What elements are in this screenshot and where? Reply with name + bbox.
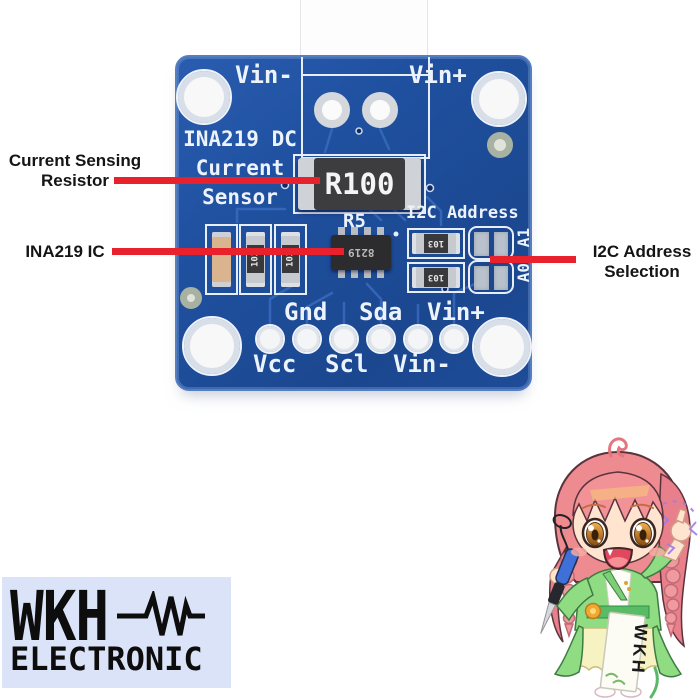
mascot-ribbon [649,666,659,699]
i2c-resistor-outline: 103 [407,262,465,293]
smd-resistor: 103 [412,233,460,254]
r5-label: R5 [343,210,366,232]
jumper-pad [493,232,508,256]
pin-hole [292,324,322,354]
mounting-hole [472,317,532,377]
board-title-line3: Sensor [202,185,278,209]
pcb-module: Vin- Vin+ INA219 DC Current Sensor R100 … [175,55,533,391]
mounting-hole [182,316,242,376]
mascot-jacket-flap-left [553,624,584,677]
board-label-vin-plus: Vin+ [409,61,467,89]
smd-capacitor-outline [205,224,238,295]
shunt-resistor: R100 [298,158,421,210]
shunt-silkscreen-outline [293,154,426,214]
pin-label-vcc: Vcc [253,350,297,378]
shunt-marking: R100 [324,166,395,201]
annotation-i2c-address-selection: I2C Address Selection [584,242,700,282]
ic-marking: 8219 [347,246,375,259]
smd-resistor-marking: 103 [424,268,448,287]
board-label-vin-minus: Vin- [235,61,293,89]
board-title: INA219 DC Current Sensor [179,125,301,212]
annotation-line: INA219 IC [25,242,105,261]
smd-resistor-outline: 103 [239,224,272,295]
pin-label-sda: Sda [359,298,403,326]
pin-hole [439,324,469,354]
pin-label-gnd: Gnd [284,298,328,326]
annotation-line: Resistor [40,171,110,190]
jumper-pad [474,266,489,290]
pin-label-vinm: Vin- [393,350,451,378]
mascot-banner-text: WKH [628,623,652,676]
i2c-address-silkscreen: I2C Address [406,203,519,223]
terminal-pad [362,92,398,128]
fiducial-via [487,132,513,158]
smd-resistor: 103 [246,232,265,287]
mounting-hole [471,71,527,127]
callout-line-ic [112,248,344,255]
mascot-eyes [581,517,657,549]
annotation-current-sensing-resistor: Current Sensing Resistor [4,151,146,191]
callout-line-i2c [490,256,576,263]
board-title-line1: INA219 DC [183,127,297,151]
board-title-line2: Current [195,156,285,180]
address-jumper-a1 [468,226,514,260]
mascot-girl: WKH [540,437,698,699]
pin-label-scl: Scl [325,350,369,378]
smd-resistor: 103 [281,232,300,287]
smd-resistor-marking: 103 [424,234,448,253]
terminal-silkscreen-divider [301,74,430,76]
mascot-sleeve-left [556,576,594,622]
annotation-line: Current Sensing [8,151,142,170]
smd-resistor-outline: 103 [274,224,307,295]
wkh-electronic-logo: WKH ELECTRONIC [2,577,231,688]
logo-subtitle-text: ELECTRONIC [10,640,203,678]
mascot-ahoge [608,437,628,458]
i2c-resistor-outline: 103 [407,228,465,259]
jumper-pad [474,232,489,256]
mounting-hole [176,69,232,125]
annotation-line: Selection [604,262,680,281]
pin-hole [329,324,359,354]
mascot-banner [599,611,646,693]
smd-capacitor [212,232,231,287]
pin-hole [255,324,285,354]
soldering-iron [540,514,580,634]
resistor-zigzag-icon [117,591,206,636]
jumper-label-a0: A0 [514,263,533,283]
jumper-pad [493,266,508,290]
smd-resistor: 103 [412,267,460,288]
thumbs-up-hand [670,520,692,542]
mascot-jacket-flap-right [652,624,683,678]
pin-hole [366,324,396,354]
mascot-collar [602,570,628,601]
address-jumper-a0 [468,260,514,294]
annotation-line: I2C Address [592,242,692,261]
pin-label-vinp: Vin+ [427,298,485,326]
pin-hole [403,324,433,354]
terminal-block-overexposed [300,0,428,58]
terminal-pad [314,92,350,128]
callout-line-resistor [114,177,320,184]
logo-brand-text: WKH [10,577,109,658]
fiducial-via [180,287,202,309]
jumper-label-a1: A1 [514,228,533,248]
annotation-ina219-ic: INA219 IC [10,242,120,262]
